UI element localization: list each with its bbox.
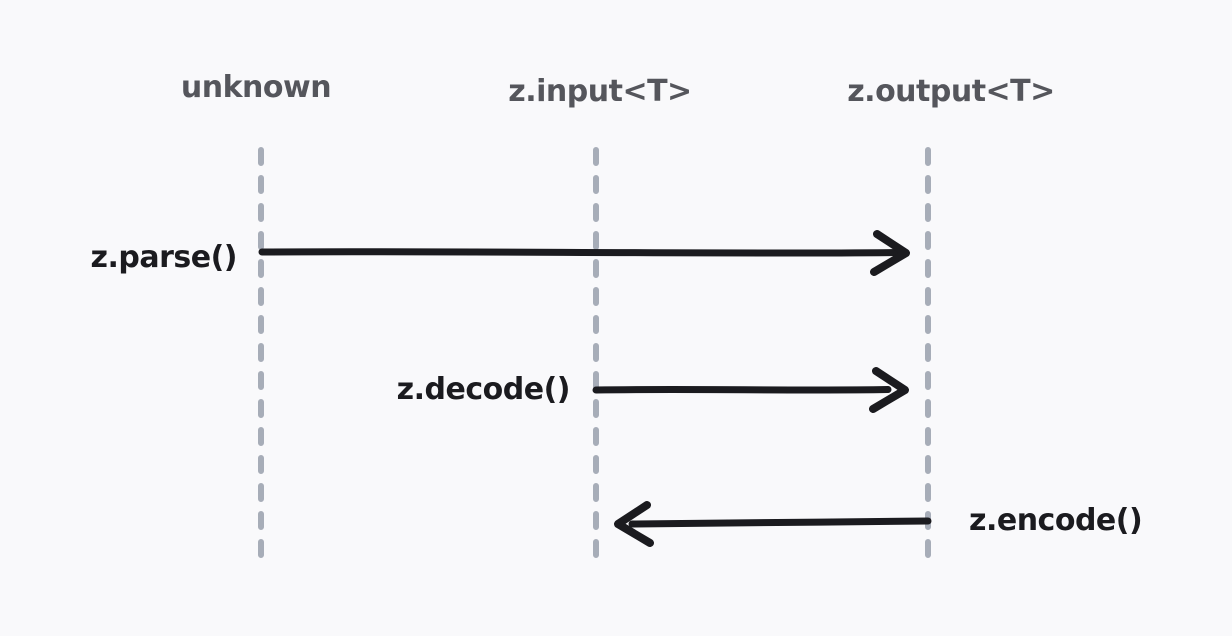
lifeline-label-z-input: z.input<T> [508, 74, 692, 109]
arrowhead-right-icon [870, 230, 910, 276]
arrow-decode [592, 367, 909, 413]
arrowhead-left-icon [614, 501, 654, 547]
arrow-encode [614, 501, 932, 547]
arrow-parse [258, 230, 910, 276]
lifeline-label-z-output: z.output<T> [847, 74, 1055, 109]
message-label-decode: z.decode() [396, 372, 571, 407]
lifeline-label-unknown: unknown [180, 70, 332, 105]
message-label-encode: z.encode() [969, 503, 1143, 538]
arrowhead-right-icon [869, 367, 909, 413]
message-label-parse: z.parse() [90, 240, 238, 275]
